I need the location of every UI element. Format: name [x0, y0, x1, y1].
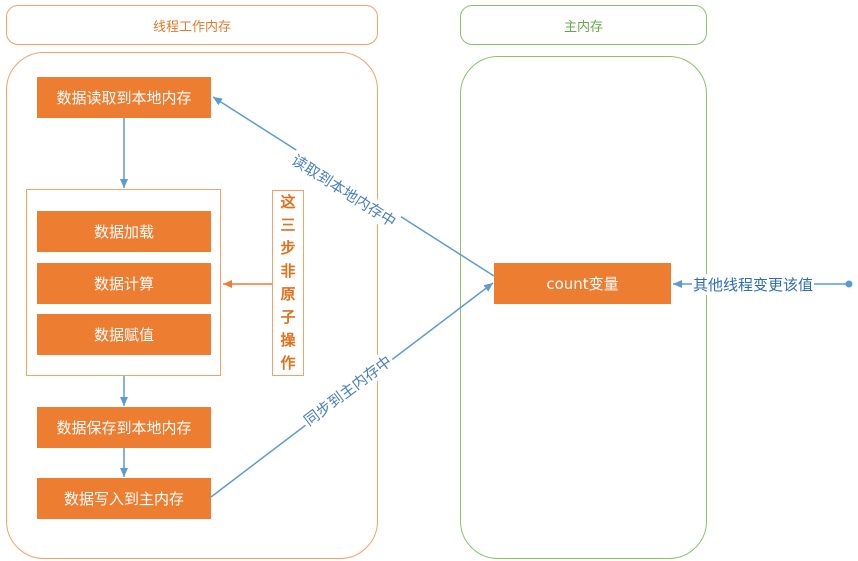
- note-char: 步: [280, 239, 296, 257]
- step-assign-label: 数据赋值: [93, 326, 154, 344]
- note-char: 这: [280, 193, 296, 211]
- step-load: 数据加载: [37, 211, 211, 252]
- note-char: 非: [280, 262, 296, 280]
- other-thread-label-text: 其他线程变更该值: [693, 276, 814, 294]
- step-write-main-label: 数据写入到主内存: [63, 490, 184, 508]
- step-load-label: 数据加载: [93, 223, 154, 241]
- step-save-local: 数据保存到本地内存: [37, 407, 211, 448]
- note-char: 操: [280, 331, 296, 349]
- count-variable: count变量: [494, 263, 671, 304]
- main-memory-header: 主内存: [460, 5, 707, 45]
- thread-memory-title: 线程工作内存: [152, 19, 231, 35]
- note-char: 子: [280, 308, 296, 326]
- other-thread-dot: [845, 280, 853, 288]
- step-assign: 数据赋值: [37, 314, 211, 355]
- note-char: 作: [280, 354, 296, 372]
- main-memory-title: 主内存: [563, 19, 603, 35]
- non-atomic-note: 这 三 步 非 原 子 操 作: [272, 190, 304, 376]
- step-write-main: 数据写入到主内存: [37, 478, 211, 519]
- thread-memory-header: 线程工作内存: [6, 5, 378, 45]
- note-char: 三: [280, 216, 296, 234]
- note-char: 原: [280, 285, 296, 303]
- main-memory-panel: [460, 56, 707, 559]
- step-save-local-label: 数据保存到本地内存: [56, 419, 192, 437]
- other-thread-label: 其他线程变更该值: [692, 274, 815, 295]
- step-compute-label: 数据计算: [93, 275, 154, 293]
- step-read-local: 数据读取到本地内存: [37, 77, 211, 118]
- step-read-local-label: 数据读取到本地内存: [56, 89, 192, 107]
- count-variable-label: count变量: [546, 275, 619, 293]
- step-compute: 数据计算: [37, 263, 211, 304]
